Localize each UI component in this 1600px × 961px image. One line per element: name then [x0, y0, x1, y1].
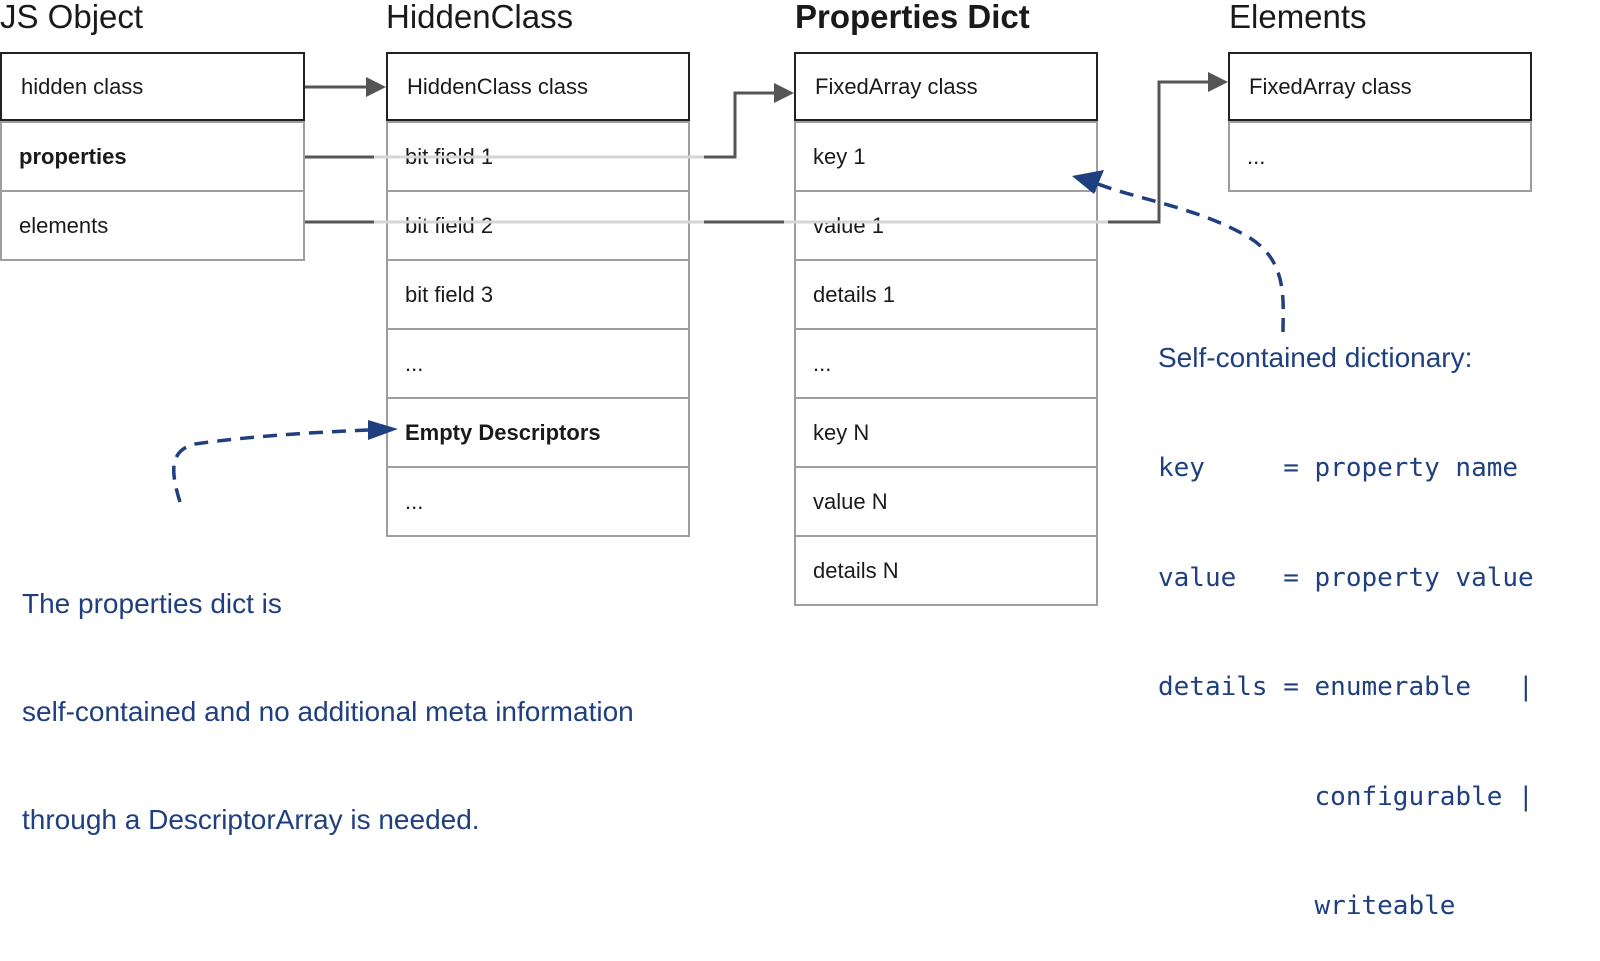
right-note-line-2: value = property value: [1158, 562, 1534, 593]
right-note-line-3: details = enumerable |: [1158, 672, 1534, 702]
hidden-class-row-ellipsis-2: ...: [388, 466, 688, 535]
left-note: The properties dict is self-contained an…: [22, 514, 634, 874]
arrow-elements-to-elements: [305, 72, 1228, 224]
hidden-class-row-bit-field-2: bit field 2: [388, 190, 688, 259]
right-note-line-4: configurable |: [1158, 781, 1534, 812]
properties-dict-row-value-1: value 1: [796, 190, 1096, 259]
left-note-line-2: self-contained and no additional meta in…: [22, 696, 634, 727]
js-object-box: hidden class properties elements: [0, 52, 305, 261]
right-note-body: key = property name value = property val…: [1158, 377, 1534, 961]
properties-dict-title: Properties Dict: [795, 0, 1030, 35]
properties-dict-box: FixedArray class key 1 value 1 details 1…: [794, 52, 1098, 606]
properties-dict-row-key-1: key 1: [796, 121, 1096, 190]
hidden-class-row-bit-field-3: bit field 3: [388, 259, 688, 328]
properties-dict-row-details-1: details 1: [796, 259, 1096, 328]
arrow-hidden-class-to-hiddenclass: [305, 77, 386, 97]
hidden-class-row-empty-descriptors: Empty Descriptors: [388, 397, 688, 466]
left-note-line-3: through a DescriptorArray is needed.: [22, 804, 480, 835]
properties-dict-row-ellipsis: ...: [796, 328, 1096, 397]
properties-dict-row-header: FixedArray class: [794, 52, 1098, 121]
elements-box: FixedArray class ...: [1228, 52, 1532, 192]
js-object-row-elements: elements: [2, 190, 303, 259]
connector-layer: [172, 72, 1285, 503]
properties-dict-row-key-n: key N: [796, 397, 1096, 466]
hidden-class-title: HiddenClass: [386, 0, 574, 35]
elements-row-ellipsis: ...: [1230, 121, 1530, 190]
left-note-line-1: The properties dict is: [22, 588, 282, 619]
elements-row-header: FixedArray class: [1228, 52, 1532, 121]
right-note-line-1: key = property name: [1158, 453, 1519, 483]
js-object-title: JS Object: [0, 0, 144, 35]
right-note-title: Self-contained dictionary:: [1158, 342, 1473, 373]
elements-title: Elements: [1229, 0, 1367, 35]
callout-arrow-right: [1072, 170, 1285, 333]
hidden-class-row-header: HiddenClass class: [386, 52, 690, 121]
properties-dict-row-value-n: value N: [796, 466, 1096, 535]
properties-dict-row-details-n: details N: [796, 535, 1096, 604]
js-object-row-properties: properties: [2, 121, 303, 190]
right-note-line-5: writeable: [1158, 891, 1456, 921]
arrow-properties-to-properties-dict: [305, 83, 794, 159]
js-object-row-hidden-class: hidden class: [0, 52, 305, 121]
callout-arrow-left: [172, 420, 398, 503]
hidden-class-row-ellipsis-1: ...: [388, 328, 688, 397]
